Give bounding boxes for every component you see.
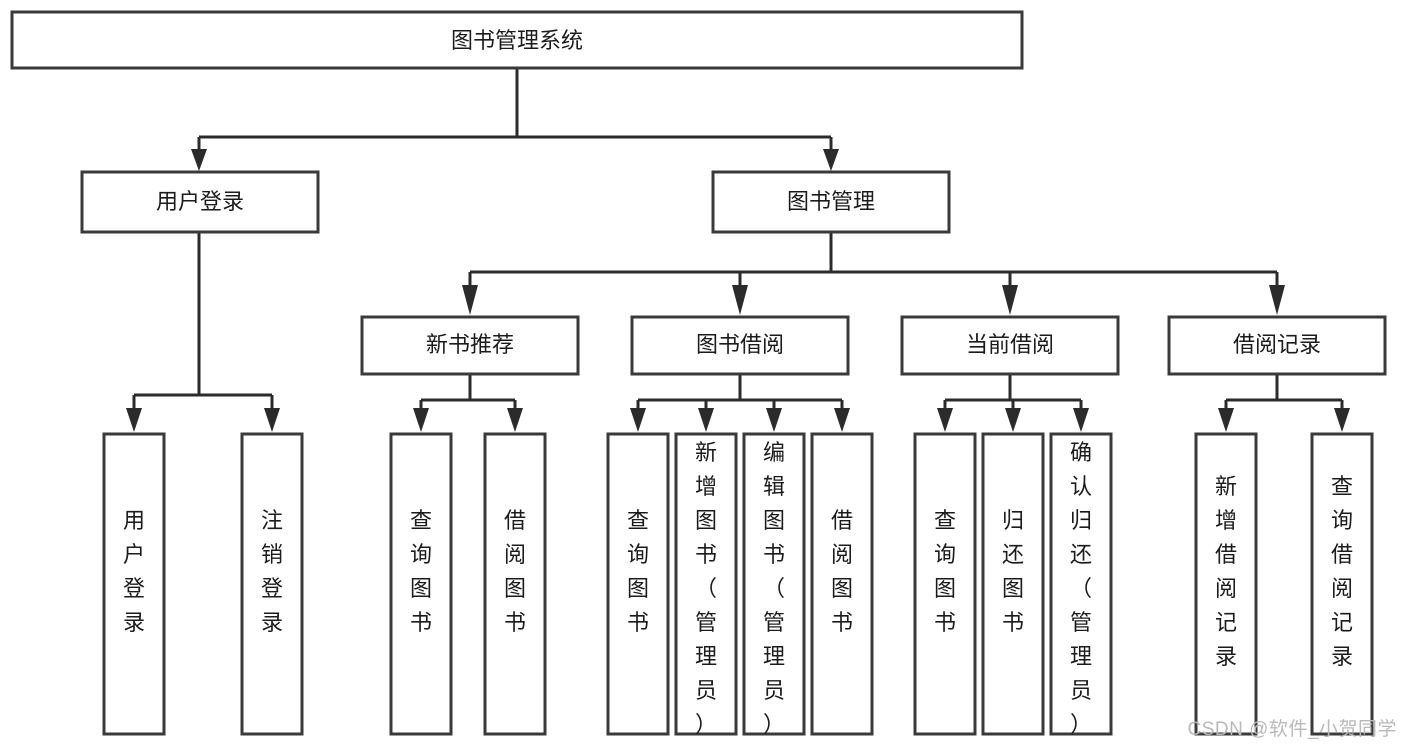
arrow-to-leaf-add-book [698,408,714,432]
leaf-confirm-return-label: 确认归还（管理员） [1070,440,1092,737]
leaf-query-record-label: 查询借阅记录 [1331,474,1353,669]
user-login-box[interactable] [80,170,320,234]
leaf-borrow-book-1-label: 借阅图书 [504,508,526,635]
book-borrow-label: 图书借阅 [696,332,784,357]
arrow-to-user-login [191,149,207,171]
edge-newbookrec-to-bus [419,374,517,412]
node-leaf-query-book-1[interactable]: 查询图书 [389,432,453,736]
arrow-to-leaf-query-book-1 [413,408,429,432]
arrow-to-leaf-return-book [1005,408,1021,432]
arrow-to-leaf-user-logout [264,408,280,432]
arrow-to-leaf-edit-book [766,408,782,432]
leaf-borrow-book-2-label: 借阅图书 [831,508,853,635]
new-book-rec-box[interactable] [360,315,580,376]
book-borrow-box[interactable] [630,315,850,376]
edge-root-to-bus [197,68,833,155]
leaf-borrow-book-1-box[interactable] [483,432,547,736]
borrow-record-label: 借阅记录 [1233,332,1321,357]
current-borrow-label: 当前借阅 [966,332,1054,357]
arrow-to-leaf-user-login [126,408,142,432]
node-leaf-query-record[interactable]: 查询借阅记录 [1310,432,1374,736]
arrow-to-leaf-add-record [1218,408,1234,432]
root-label: 图书管理系统 [451,28,583,53]
arrow-to-current-borrow [1002,285,1018,315]
book-manage-box[interactable] [711,170,951,234]
node-leaf-user-login[interactable]: 用户登录 [102,432,166,736]
node-book-manage[interactable]: 图书管理 [711,170,951,234]
root-box[interactable] [10,10,1024,70]
node-leaf-add-book[interactable]: 新增图书（管理员） [674,432,738,737]
node-leaf-query-book-3[interactable]: 查询图书 [913,432,977,736]
leaf-query-book-2-box[interactable] [606,432,670,736]
arrow-to-leaf-confirm-return [1073,408,1089,432]
node-borrow-record[interactable]: 借阅记录 [1167,315,1387,376]
leaf-query-book-2-label: 查询图书 [627,508,649,635]
leaf-user-logout-box[interactable] [240,432,304,736]
arrow-to-leaf-query-record [1334,408,1350,432]
leaf-edit-book-box[interactable] [742,432,806,736]
edges-layer [126,68,1350,432]
current-borrow-box[interactable] [900,315,1120,376]
leaf-query-book-3-box[interactable] [913,432,977,736]
edge-currentborrow-to-bus [943,374,1083,412]
node-leaf-confirm-return[interactable]: 确认归还（管理员） [1049,432,1113,737]
node-leaf-query-book-2[interactable]: 查询图书 [606,432,670,736]
node-leaf-return-book[interactable]: 归还图书 [981,432,1045,736]
leaf-confirm-return-box[interactable] [1049,432,1113,736]
leaf-borrow-book-2-box[interactable] [810,432,874,736]
arrow-to-leaf-query-book-3 [937,408,953,432]
arrow-to-leaf-borrow-book-2 [834,408,850,432]
node-new-book-rec[interactable]: 新书推荐 [360,315,580,376]
arrow-to-book-borrow [732,285,748,315]
leaf-query-book-1-box[interactable] [389,432,453,736]
leaf-return-book-box[interactable] [981,432,1045,736]
node-leaf-edit-book[interactable]: 编辑图书（管理员） [742,432,806,737]
edge-bookmanage-to-bus [468,233,1279,288]
edge-userlogin-to-bus [132,233,274,412]
node-leaf-user-logout[interactable]: 注销登录 [240,432,304,736]
borrow-record-box[interactable] [1167,315,1387,376]
node-book-borrow[interactable]: 图书借阅 [630,315,850,376]
leaf-query-book-1-label: 查询图书 [410,508,432,635]
book-manage-label: 图书管理 [787,189,875,214]
leaf-user-login-box[interactable] [102,432,166,736]
arrow-to-new-book-rec [462,285,478,315]
leaf-edit-book-label: 编辑图书（管理员） [763,440,785,737]
arrow-to-borrow-record [1269,285,1285,315]
nodes-layer: 图书管理系统 用户登录 图书管理 新书推荐 图书借阅 [10,10,1387,737]
leaf-add-book-label: 新增图书（管理员） [695,440,717,737]
node-current-borrow[interactable]: 当前借阅 [900,315,1120,376]
user-login-label: 用户登录 [156,189,244,214]
edge-bookborrow-to-bus [636,374,844,412]
leaf-add-record-label: 新增借阅记录 [1215,474,1237,669]
edge-borrowrecord-to-bus [1224,374,1344,412]
arrow-to-leaf-borrow-book-1 [507,408,523,432]
leaf-add-book-box[interactable] [674,432,738,736]
node-user-login[interactable]: 用户登录 [80,170,320,234]
csdn-watermark: CSDN @软件_小贺同学 [1187,719,1397,740]
arrow-to-book-manage [823,149,839,171]
new-book-rec-label: 新书推荐 [426,332,514,357]
leaf-query-book-3-label: 查询图书 [934,508,956,635]
node-root[interactable]: 图书管理系统 [10,10,1024,70]
leaf-query-record-box[interactable] [1310,432,1374,736]
leaf-user-login-label: 用户登录 [123,508,145,635]
node-leaf-borrow-book-2[interactable]: 借阅图书 [810,432,874,736]
arrow-to-leaf-query-book-2 [630,408,646,432]
leaf-add-record-box[interactable] [1194,432,1258,736]
node-leaf-borrow-book-1[interactable]: 借阅图书 [483,432,547,736]
leaf-return-book-label: 归还图书 [1002,508,1024,635]
node-leaf-add-record[interactable]: 新增借阅记录 [1194,432,1258,736]
leaf-user-logout-label: 注销登录 [261,508,283,635]
